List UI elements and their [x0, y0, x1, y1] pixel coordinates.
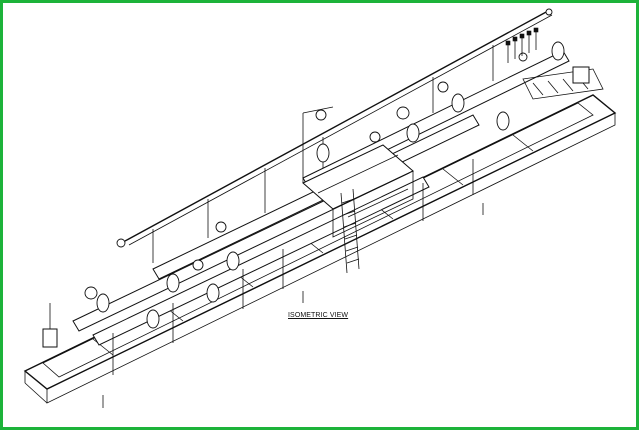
ladder-icon — [340, 188, 360, 274]
end-grating — [522, 66, 604, 100]
isometric-skid-drawing — [23, 8, 617, 408]
instrument-stems — [505, 27, 539, 63]
valve-handwheel-icon — [84, 52, 528, 300]
lower-header-pipe — [42, 162, 430, 348]
skid-base — [23, 94, 617, 408]
support-legs — [112, 159, 474, 375]
view-label: ISOMETRIC VIEW — [288, 312, 349, 319]
heat-exchanger-icon — [302, 106, 414, 238]
valve-flanges — [96, 41, 565, 329]
